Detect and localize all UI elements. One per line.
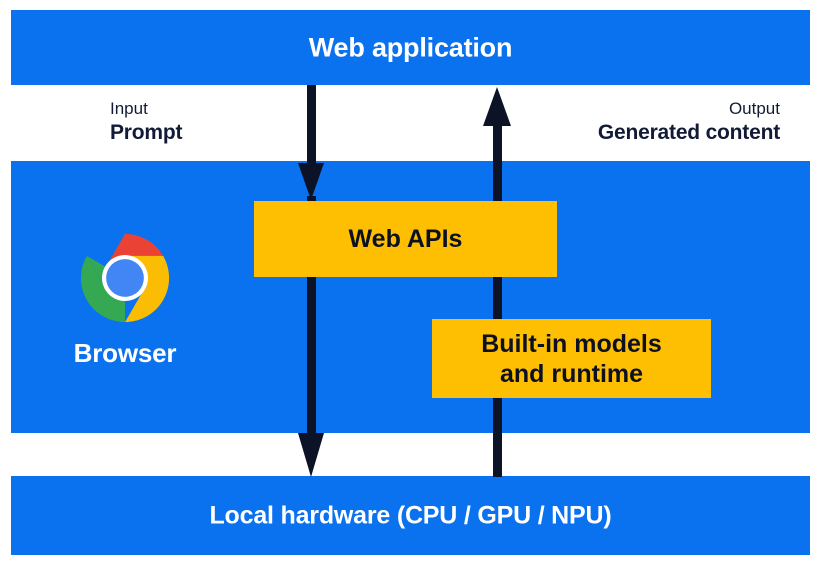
input-flow-label: Input Prompt: [110, 99, 183, 145]
box-web-apis: Web APIs: [254, 201, 557, 277]
browser-group: Browser: [46, 232, 204, 369]
input-kind: Input: [110, 99, 148, 118]
output-flow-label: Output Generated content: [598, 99, 780, 145]
output-kind: Output: [728, 99, 780, 118]
input-value: Prompt: [110, 120, 183, 144]
browser-label: Browser: [73, 338, 177, 368]
layer-web-application: Web application: [11, 10, 810, 85]
box-web-apis-label: Web APIs: [348, 225, 463, 253]
output-value: Generated content: [597, 120, 780, 144]
box-built-in-models-label: Built-in models and runtime: [481, 329, 662, 388]
box-built-in-models: Built-in models and runtime: [432, 319, 711, 398]
layer-local-hardware: Local hardware (CPU / GPU / NPU): [11, 476, 810, 555]
chrome-logo-icon: [80, 233, 170, 323]
local-hardware-label: Local hardware (CPU / GPU / NPU): [209, 501, 612, 529]
web-application-label: Web application: [308, 32, 513, 62]
